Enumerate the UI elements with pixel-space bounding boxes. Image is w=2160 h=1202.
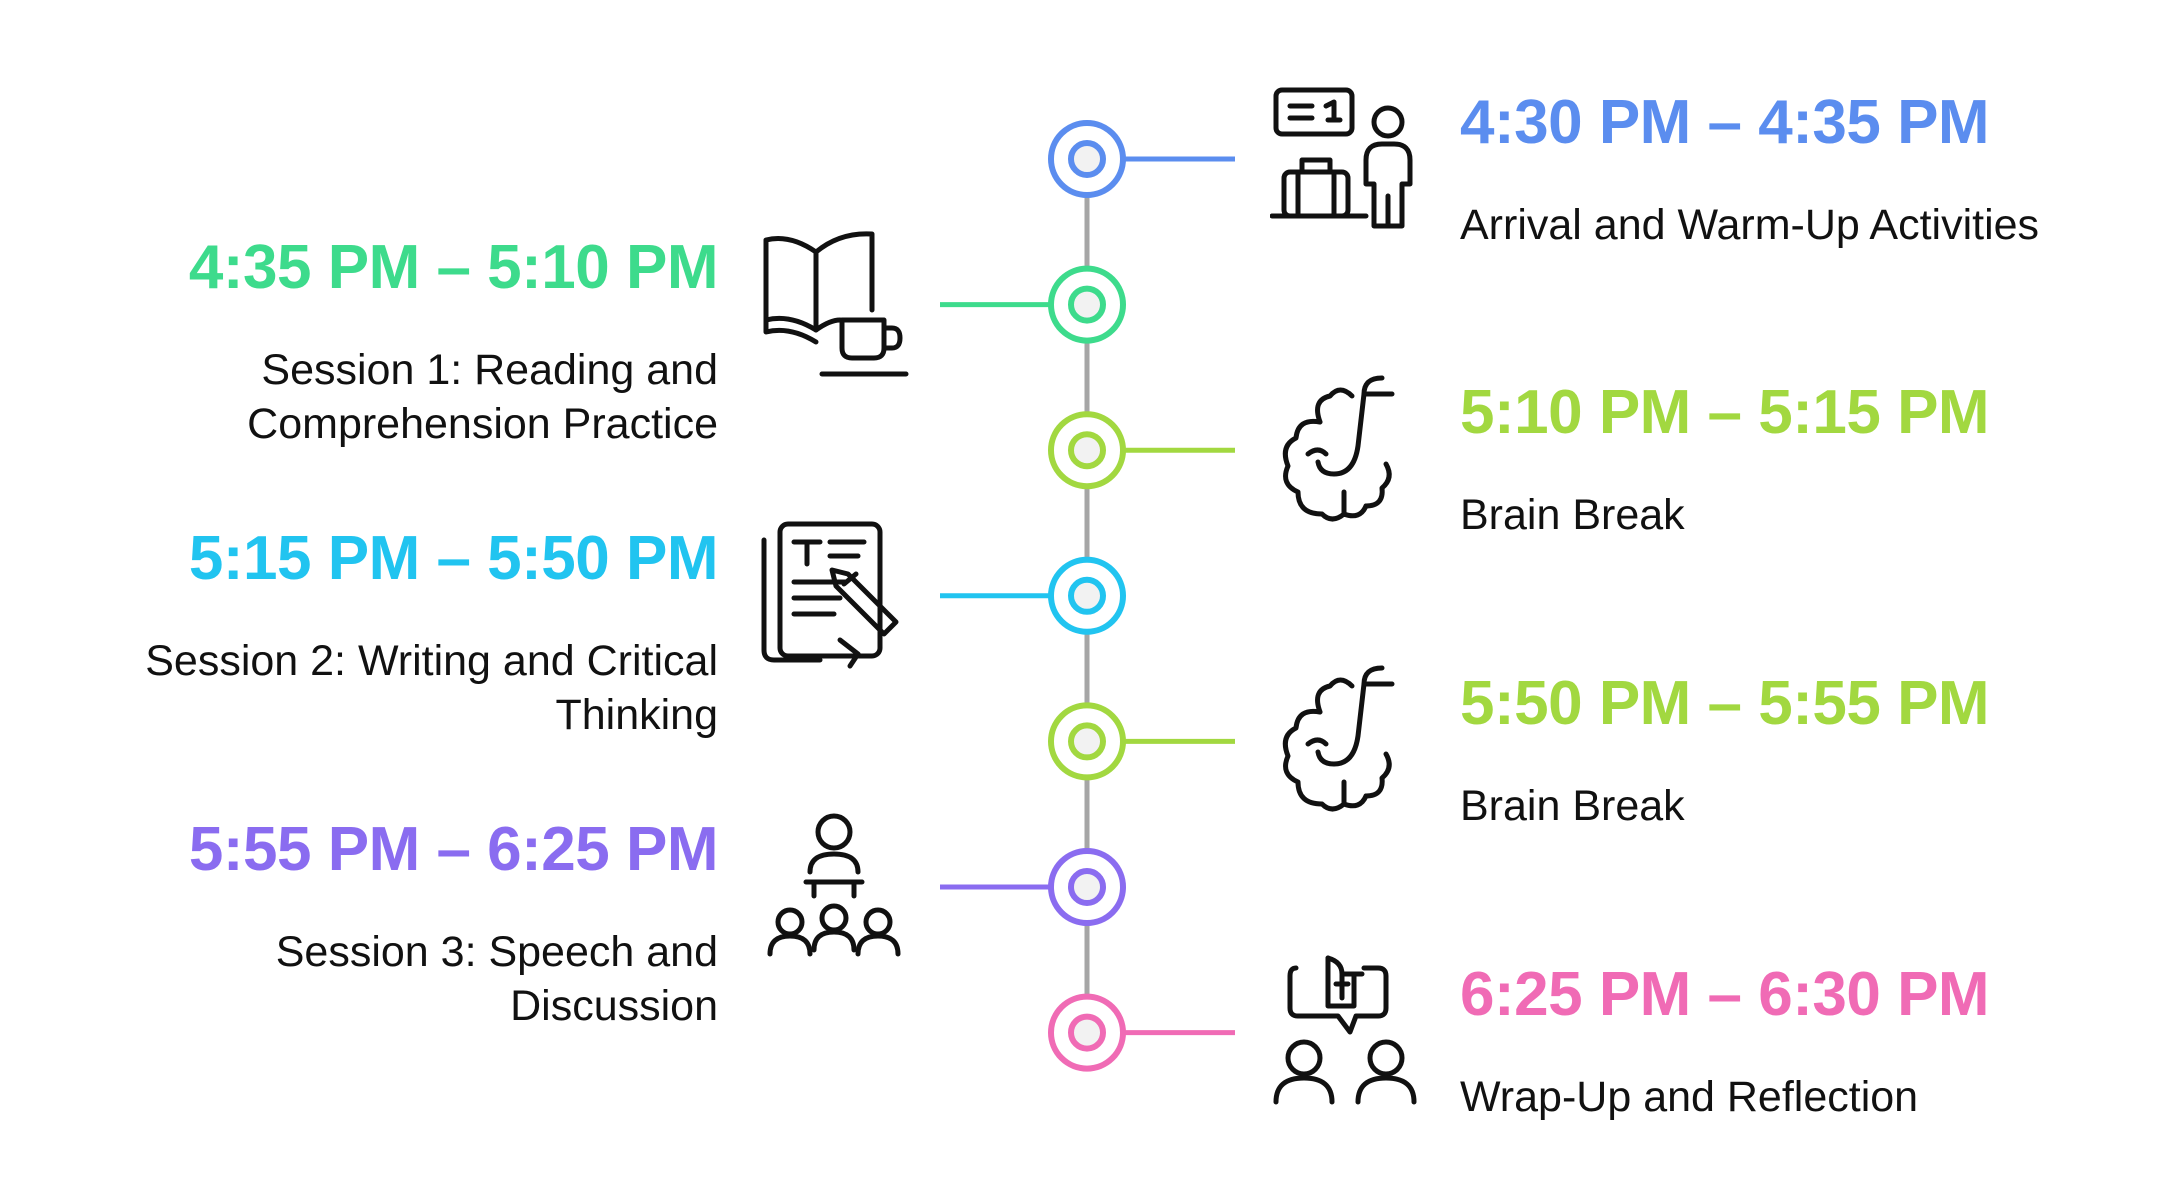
timeline-node-dot [1068,576,1106,615]
event-time: 5:15 PM – 5:50 PM [188,524,719,593]
brain-break-icon [1268,664,1418,814]
timeline-event-6: 5:55 PM – 6:25 PM Session 3: Speech and … [0,815,719,1033]
reflection-people-speech-icon [1268,954,1428,1114]
arrival-luggage-person-icon [1270,86,1430,236]
timeline-node-dot [1068,431,1106,470]
book-coffee-icon [760,228,910,378]
event-time: 4:30 PM – 4:35 PM [1460,88,1990,157]
timeline-node-dot [1068,140,1106,178]
timeline-node-dot [1068,1013,1106,1052]
timeline-event-7: 6:25 PM – 6:30 PM Wrap-Up and Reflection [1460,960,2160,1124]
timeline-event-4: 5:15 PM – 5:50 PM Session 2: Writing and… [0,524,718,742]
timeline-node-dot [1068,285,1106,324]
timeline-node-dot [1068,868,1106,906]
timeline-node-dot [1068,722,1106,761]
timeline-event-3: 5:10 PM – 5:15 PM Brain Break [1460,378,2160,542]
event-label: Brain Break [1460,491,1685,539]
writing-document-pen-icon [760,520,910,670]
speaker-audience-icon [762,810,912,960]
event-label: Wrap-Up and Reflection [1460,1073,1919,1121]
event-time: 4:35 PM – 5:10 PM [188,233,719,302]
brain-break-icon [1268,374,1418,524]
event-time: 6:25 PM – 6:30 PM [1460,960,1990,1029]
event-label: Session 3: Speech and Discussion [275,928,718,1030]
timeline-event-2: 4:35 PM – 5:10 PM Session 1: Reading and… [0,233,719,451]
timeline-event-1: 4:30 PM – 4:35 PM Arrival and Warm-Up Ac… [1460,88,2160,252]
event-time: 5:50 PM – 5:55 PM [1460,669,1990,738]
timeline-event-5: 5:50 PM – 5:55 PM Brain Break [1460,669,2160,833]
event-label: Brain Break [1460,782,1685,830]
event-label: Session 2: Writing and Critical Thinking [145,637,718,739]
event-label: Session 1: Reading and Comprehension Pra… [247,346,718,448]
event-label: Arrival and Warm-Up Activities [1460,201,2040,249]
event-time: 5:10 PM – 5:15 PM [1460,378,1990,447]
event-time: 5:55 PM – 6:25 PM [188,815,719,884]
